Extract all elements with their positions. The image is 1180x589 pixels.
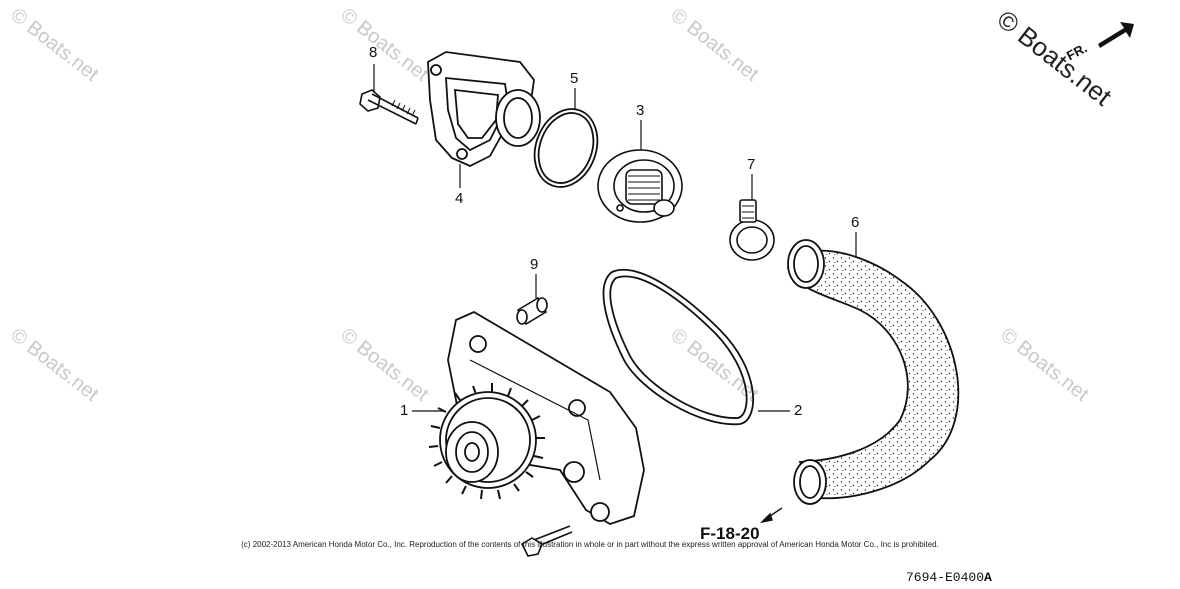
leader-lines <box>373 64 857 412</box>
callout-1: 1 <box>400 402 409 419</box>
callout-2: 2 <box>794 402 803 419</box>
hose-clamp-part-7 <box>729 199 775 261</box>
reference-link[interactable]: F-18-20 <box>700 524 760 543</box>
callout-8: 8 <box>369 44 378 61</box>
thermostat-cover-part-4 <box>427 51 541 167</box>
copyright-notice: (c) 2002-2013 American Honda Motor Co., … <box>241 540 939 549</box>
o-ring-part-5 <box>533 108 599 188</box>
callout-4: 4 <box>455 190 464 207</box>
diagram-code-number: 7694-E0400 <box>906 570 985 585</box>
callout-6: 6 <box>851 214 860 231</box>
dowel-pin-part-9 <box>516 296 548 326</box>
callout-5: 5 <box>570 70 579 87</box>
reference-arrow-icon <box>759 507 783 524</box>
water-pump-part-1 <box>428 310 645 525</box>
callout-7: 7 <box>747 156 756 173</box>
front-direction-arrow-icon <box>1098 22 1134 48</box>
callout-9: 9 <box>530 256 539 273</box>
thermostat-part-3 <box>597 149 683 223</box>
callout-3: 3 <box>636 102 645 119</box>
diagram-code-suffix: A <box>984 570 992 585</box>
gasket-part-2 <box>602 269 755 426</box>
bolt-part-8 <box>359 89 419 125</box>
water-hose-part-6 <box>787 239 960 505</box>
diagram-code: 7694-E0400A <box>906 570 992 585</box>
bolt-bottom <box>520 525 573 557</box>
